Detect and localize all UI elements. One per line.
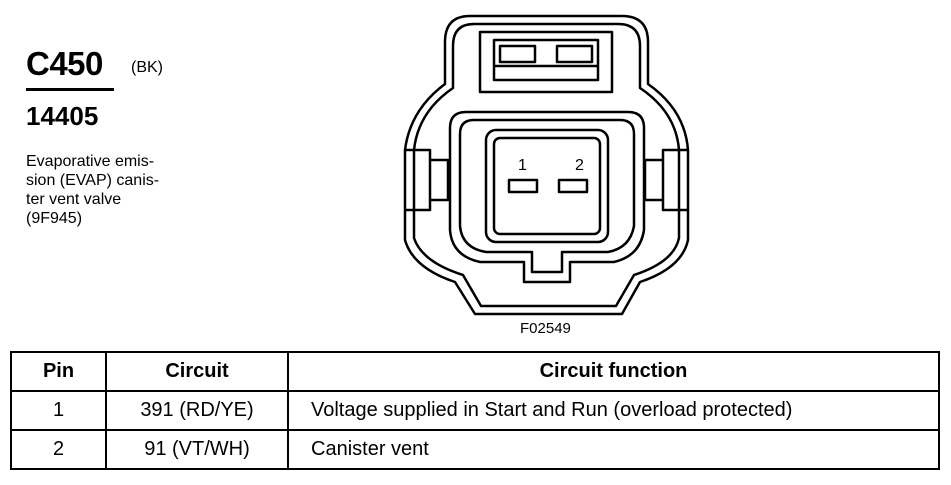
- description-line: sion (EVAP) canis-: [26, 172, 160, 189]
- description-line: (9F945): [26, 210, 83, 227]
- latch: [478, 30, 614, 94]
- column-header-circuit: Circuit: [105, 351, 289, 392]
- pin-table: Pin Circuit Circuit function 1 391 (RD/Y…: [10, 351, 940, 470]
- connector-housing-inner-outline: [412, 22, 681, 308]
- side-lug-right: [661, 148, 688, 212]
- table-row: 1 391 (RD/YE) Voltage supplied in Start …: [10, 390, 940, 431]
- connector-id: C450: [26, 45, 103, 82]
- description-line: ter vent valve: [26, 191, 122, 208]
- function-cell: Canister vent: [287, 429, 940, 470]
- pin-2-slot: [557, 178, 589, 194]
- table-header-row: Pin Circuit Circuit function: [10, 351, 940, 392]
- pin-1-label: 1: [518, 157, 527, 174]
- pin-cell: 1: [10, 390, 107, 431]
- circuit-cell: 391 (RD/YE): [105, 390, 289, 431]
- column-header-pin: Pin: [10, 351, 107, 392]
- function-cell: Voltage supplied in Start and Run (overl…: [287, 390, 940, 431]
- side-lug-left: [405, 148, 432, 212]
- description-line: Evaporative emis-: [26, 153, 155, 170]
- terminal-cavity: [484, 128, 610, 244]
- title-underline: [26, 88, 114, 91]
- table-row: 2 91 (VT/WH) Canister vent: [10, 429, 940, 470]
- pin-1-slot: [507, 178, 539, 194]
- circuit-cell: 91 (VT/WH): [105, 429, 289, 470]
- inner-shell: [448, 110, 646, 284]
- pin-cell: 2: [10, 429, 107, 470]
- column-header-function: Circuit function: [287, 351, 940, 392]
- connector-description: Evaporative emis- sion (EVAP) canis- ter…: [26, 152, 159, 228]
- pin-2-label: 2: [575, 157, 584, 174]
- figure-number: F02549: [520, 320, 571, 337]
- connector-housing-outline: [403, 14, 690, 316]
- part-number: 14405: [26, 101, 99, 131]
- connector-color-code: (BK): [131, 59, 163, 76]
- connector-face-diagram: 1 2: [403, 14, 690, 316]
